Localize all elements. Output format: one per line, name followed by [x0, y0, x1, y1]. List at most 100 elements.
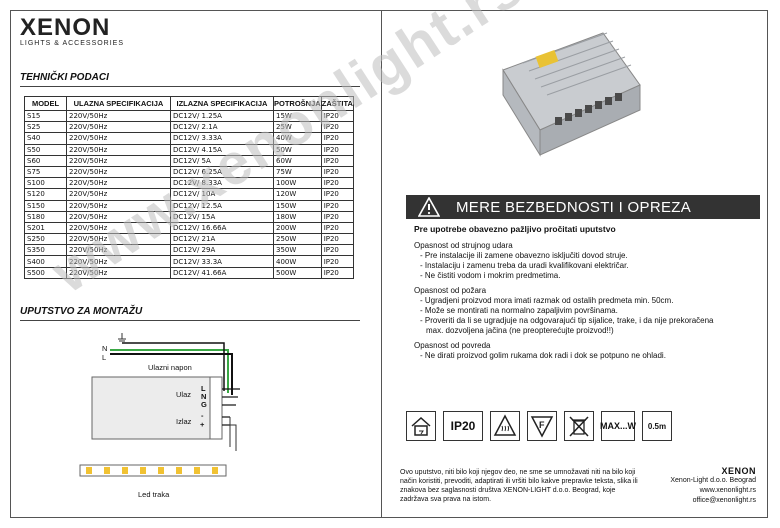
max-power-icon: MAX...W — [600, 411, 636, 441]
footer-logo: XENON — [721, 466, 756, 476]
table-cell: 100W — [273, 177, 322, 190]
company-name: Xenon-Light d.o.o. Beograd — [670, 477, 756, 484]
table-cell: DC12V/ 5A — [170, 154, 274, 167]
table-cell: DC12V/ 6.25A — [170, 165, 274, 179]
table-cell: IP20 — [320, 210, 355, 223]
list-item: - Ugradjeni proizvod mora imati razmak o… — [420, 296, 674, 305]
indoor-use-icon — [406, 411, 436, 441]
table-cell: 75W — [273, 165, 322, 179]
table-cell: DC12V/ 8.33A — [170, 177, 274, 190]
fire-heading: Opasnost od požara — [414, 286, 487, 295]
safety-lead: Pre upotrebe obavezno pažljivo pročitati… — [414, 224, 616, 234]
xenon-logo: XENON LIGHTS & ACCESSORIES — [20, 14, 125, 47]
min-distance-icon: 0.5m — [642, 411, 672, 441]
output-label: Izlaz — [176, 417, 192, 426]
col-output: IZLAZNA SPECIFIKACIJA — [170, 96, 274, 111]
input-label: Ulaz — [176, 390, 192, 399]
table-cell: IP20 — [320, 244, 355, 257]
list-item: - Može se montirati na normalno zapaljiv… — [420, 306, 618, 315]
svg-text:F: F — [539, 420, 545, 430]
table-cell: DC12V/ 15A — [170, 210, 274, 223]
table-cell: IP20 — [320, 255, 355, 268]
table-cell: 220V/50Hz — [66, 266, 171, 279]
copyright-notice: Ovo uputstvo, niti bilo koji njegov deo,… — [400, 469, 638, 503]
table-cell: IP20 — [320, 266, 355, 279]
company-email[interactable]: office@xenonlight.rs — [692, 497, 756, 504]
tech-rule — [20, 86, 360, 87]
table-cell: S40 — [24, 132, 67, 145]
mount-title: UPUTSTVO ZA MONTAŽU — [20, 306, 143, 317]
table-cell: DC12V/ 41.66A — [170, 266, 274, 279]
warning-icon — [418, 197, 440, 217]
term-g: G — [201, 400, 207, 409]
table-cell: DC12V/ 12.5A — [170, 199, 274, 212]
table-cell: DC12V/ 3.33A — [170, 132, 274, 145]
company-website[interactable]: www.xenonlight.rs — [699, 487, 756, 494]
table-cell: IP20 — [320, 154, 355, 167]
table-cell: DC12V/ 29A — [170, 244, 274, 257]
term-n: N — [201, 392, 207, 401]
table-cell: S400 — [24, 255, 67, 268]
table-cell: 220V/50Hz — [66, 154, 171, 167]
ip20-icon: IP20 — [443, 411, 483, 441]
col-power: POTROŠNJA — [273, 96, 322, 111]
table-cell: DC12V/ 2.1A — [170, 121, 274, 134]
table-cell: S201 — [24, 221, 67, 235]
table-cell: IP20 — [320, 188, 355, 201]
safety-header: MERE BEZBEDNOSTI I OPREZA — [406, 195, 760, 219]
table-cell: 40W — [273, 132, 322, 145]
table-cell: S25 — [24, 121, 67, 134]
table-cell: S100 — [24, 177, 67, 190]
flammable-surface-icon: F — [527, 411, 557, 441]
list-item: - Proveriti da li se ugradjuje na odgova… — [420, 316, 714, 325]
table-cell: 220V/50Hz — [66, 109, 171, 123]
table-cell: IP20 — [320, 199, 355, 212]
table-cell: 120W — [273, 188, 322, 201]
col-model: MODEL — [24, 96, 67, 111]
table-cell: 150W — [273, 199, 322, 212]
table-cell: 180W — [273, 210, 322, 223]
wire-n-label: N — [102, 344, 108, 353]
list-item: - Pre instalacije ili zamene obavezno is… — [420, 251, 628, 260]
wire-l-label: L — [102, 353, 107, 362]
table-cell: 25W — [273, 121, 322, 134]
table-cell: IP20 — [320, 165, 355, 179]
table-cell: 220V/50Hz — [66, 177, 171, 190]
table-cell: 50W — [273, 143, 322, 156]
table-cell: S500 — [24, 266, 67, 279]
table-cell: IP20 — [320, 177, 355, 190]
wiring-diagram — [79, 333, 240, 477]
term-l: L — [201, 384, 206, 393]
table-cell: S250 — [24, 233, 67, 246]
table-cell: S350 — [24, 244, 67, 257]
table-cell: 220V/50Hz — [66, 165, 171, 179]
column-divider — [381, 10, 382, 518]
company-info: XENON Xenon-Light d.o.o. Beograd www.xen… — [670, 466, 756, 506]
table-cell: 15W — [273, 109, 322, 123]
table-cell: 220V/50Hz — [66, 199, 171, 212]
mount-rule — [20, 320, 360, 321]
table-cell: DC12V/ 4.15A — [170, 143, 274, 156]
table-cell: S50 — [24, 143, 67, 156]
table-cell: S75 — [24, 165, 67, 179]
table-cell: DC12V/ 10A — [170, 188, 274, 201]
table-cell: 500W — [273, 266, 322, 279]
safety-text: Pre upotrebe obavezno pažljivo pročitati… — [414, 224, 760, 361]
hot-surface-icon — [490, 411, 520, 441]
table-cell: 220V/50Hz — [66, 188, 171, 201]
table-cell: DC12V/ 33.3A — [170, 255, 274, 268]
table-cell: 220V/50Hz — [66, 233, 171, 246]
table-cell: 200W — [273, 221, 322, 235]
table-cell: 220V/50Hz — [66, 143, 171, 156]
